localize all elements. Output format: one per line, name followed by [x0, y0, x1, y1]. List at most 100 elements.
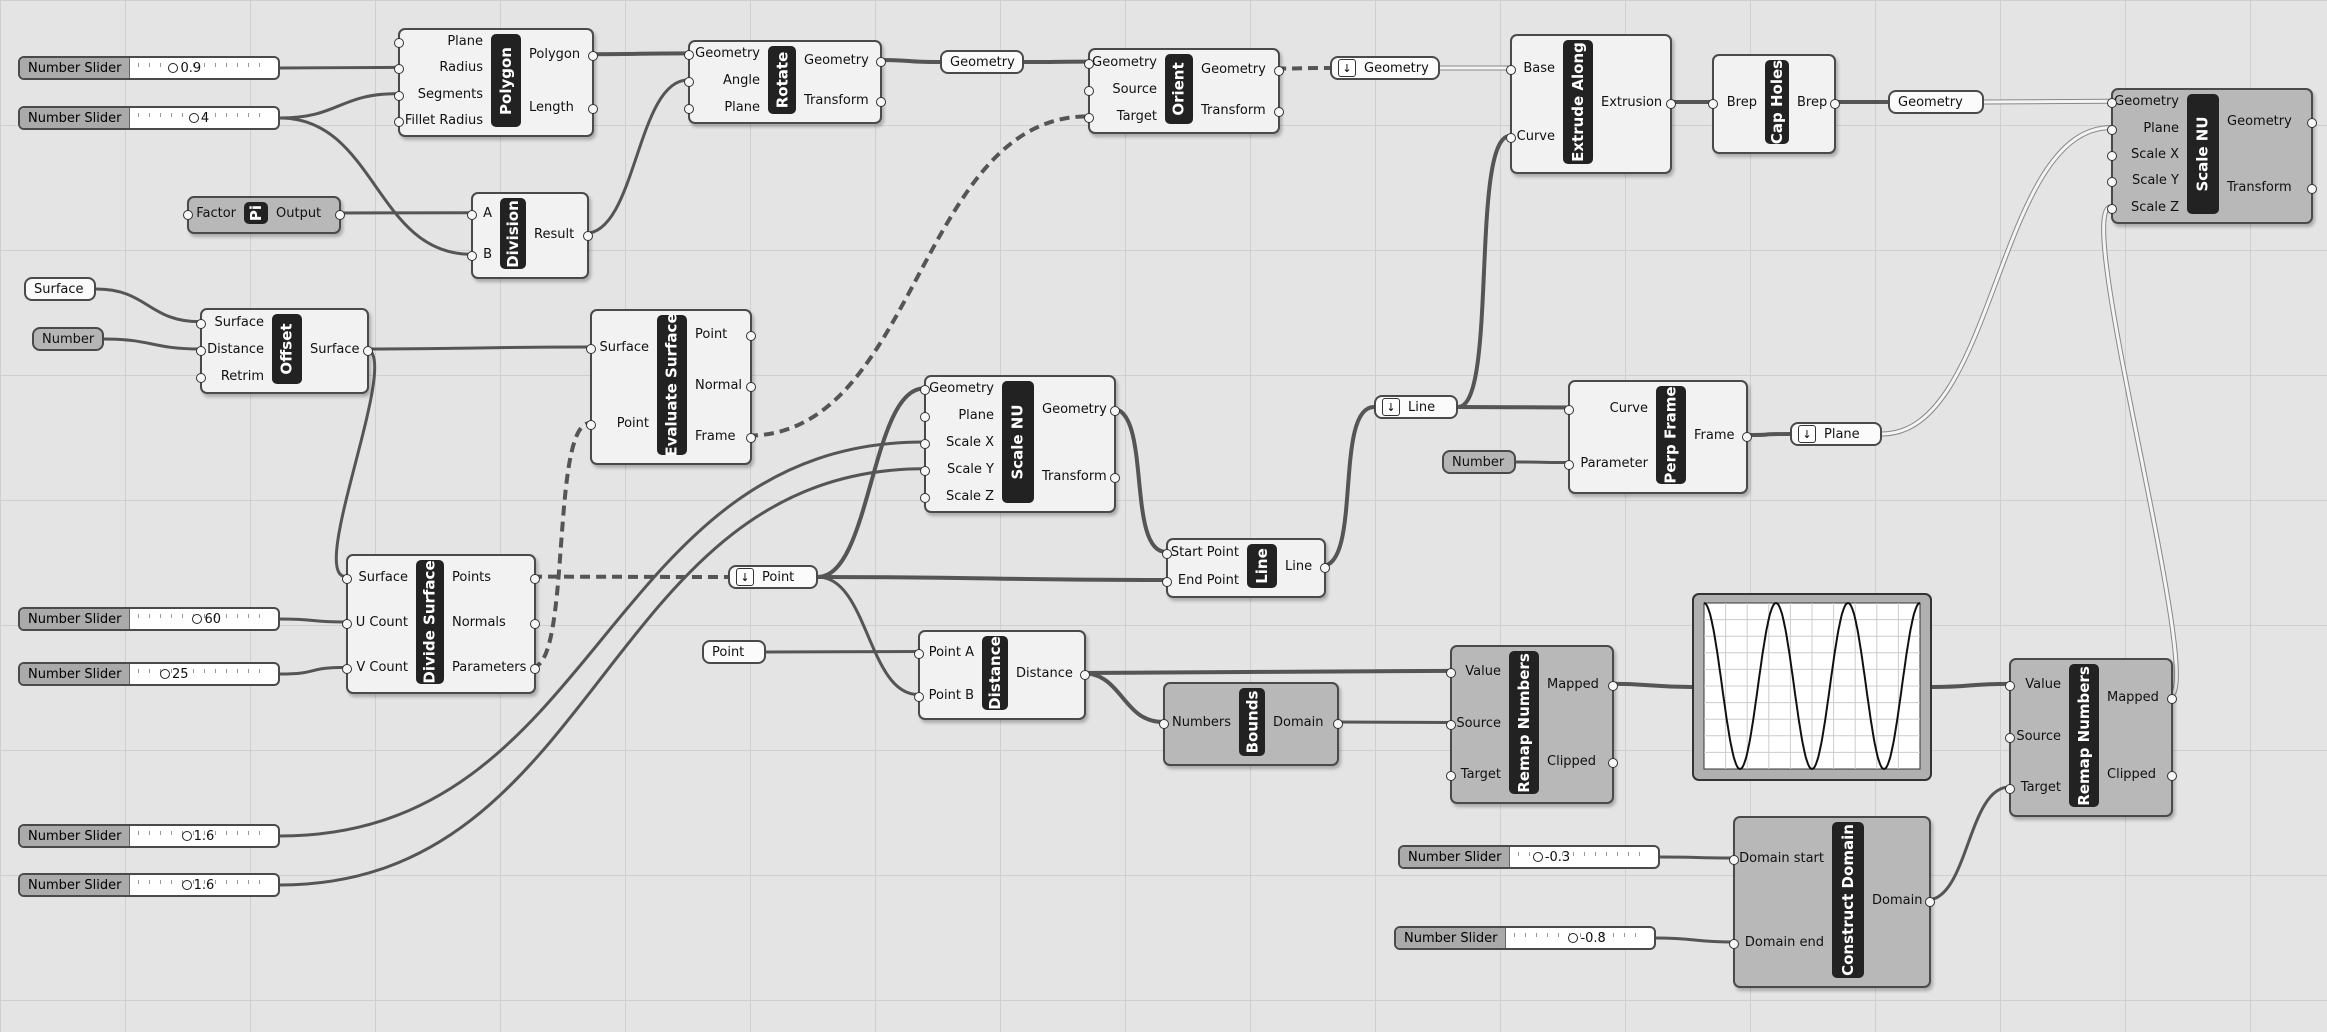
surface-parameter[interactable]: Surface [24, 277, 96, 301]
output-port[interactable] [1333, 719, 1343, 729]
plane-parameter[interactable]: ↓Plane [1790, 422, 1882, 446]
expand-arrow-icon[interactable]: ↓ [1382, 398, 1400, 416]
input-port[interactable] [342, 619, 352, 629]
output-port[interactable] [1666, 99, 1676, 109]
geometry-parameter[interactable]: ↓Geometry [1330, 56, 1440, 80]
input-port[interactable] [586, 344, 596, 354]
output-port[interactable] [2167, 771, 2177, 782]
input-port[interactable] [684, 103, 694, 114]
input-port[interactable] [1446, 771, 1456, 782]
input-port[interactable] [1446, 719, 1456, 730]
point-parameter[interactable]: Point [702, 640, 766, 664]
input-port[interactable] [196, 318, 206, 329]
input-port[interactable] [2107, 203, 2117, 214]
number-slider[interactable]: Number Slider-0.3 [1398, 845, 1660, 869]
input-port[interactable] [1162, 577, 1172, 587]
input-port[interactable] [1084, 113, 1094, 124]
input-port[interactable] [1564, 459, 1574, 470]
slider-track[interactable]: -0.3 [1510, 847, 1658, 867]
output-port[interactable] [588, 103, 598, 114]
output-port[interactable] [1608, 758, 1618, 769]
input-port[interactable] [342, 664, 352, 675]
slider-knob[interactable] [168, 63, 179, 73]
input-port[interactable] [1729, 939, 1739, 949]
geometry-parameter[interactable]: Geometry [940, 50, 1024, 74]
input-port[interactable] [1084, 86, 1094, 96]
input-port[interactable] [2005, 732, 2015, 743]
input-port[interactable] [2005, 680, 2015, 691]
input-port[interactable] [342, 573, 352, 584]
slider-knob[interactable] [1568, 933, 1579, 943]
number-parameter[interactable]: Number [32, 327, 104, 351]
output-port[interactable] [530, 664, 540, 675]
output-port[interactable] [335, 210, 345, 220]
input-port[interactable] [920, 492, 930, 503]
output-port[interactable] [1110, 472, 1120, 483]
geometry-parameter[interactable]: Geometry [1888, 90, 1984, 114]
point-parameter[interactable]: ↓Point [728, 565, 818, 589]
input-port[interactable] [467, 209, 477, 220]
output-port[interactable] [746, 331, 756, 342]
output-port[interactable] [1274, 65, 1284, 76]
input-port[interactable] [1729, 855, 1739, 865]
slider-knob[interactable] [188, 113, 199, 123]
output-port[interactable] [746, 382, 756, 392]
input-port[interactable] [920, 385, 930, 396]
output-port[interactable] [1110, 405, 1120, 416]
output-port[interactable] [1320, 563, 1330, 573]
slider-knob[interactable] [181, 880, 192, 890]
output-port[interactable] [1830, 99, 1840, 109]
slider-knob[interactable] [160, 669, 171, 679]
input-port[interactable] [1446, 667, 1456, 678]
input-port[interactable] [914, 691, 924, 702]
output-port[interactable] [1274, 106, 1284, 117]
input-port[interactable] [394, 38, 404, 49]
input-port[interactable] [467, 251, 477, 262]
input-port[interactable] [2107, 151, 2117, 161]
output-port[interactable] [1742, 432, 1752, 442]
output-port[interactable] [876, 57, 886, 67]
output-port[interactable] [530, 619, 540, 629]
input-port[interactable] [1159, 719, 1169, 729]
number-slider[interactable]: Number Slider-0.8 [1394, 926, 1656, 950]
slider-track[interactable]: -0.8 [1506, 928, 1654, 948]
input-port[interactable] [2107, 177, 2117, 188]
output-port[interactable] [2307, 118, 2317, 128]
graph-mapper[interactable] [1692, 593, 1932, 781]
output-port[interactable] [583, 230, 593, 241]
input-port[interactable] [394, 64, 404, 75]
input-port[interactable] [196, 373, 206, 384]
graph-curve[interactable] [1703, 601, 1921, 771]
output-port[interactable] [1608, 680, 1618, 691]
input-port[interactable] [1506, 133, 1516, 143]
output-port[interactable] [2167, 693, 2177, 704]
input-port[interactable] [183, 210, 193, 220]
slider-knob[interactable] [1532, 852, 1543, 862]
output-port[interactable] [2307, 184, 2317, 194]
output-port[interactable] [588, 51, 598, 62]
output-port[interactable] [363, 346, 373, 356]
input-port[interactable] [684, 77, 694, 87]
input-port[interactable] [1708, 99, 1718, 109]
input-port[interactable] [2107, 124, 2117, 135]
input-port[interactable] [1084, 58, 1094, 69]
line-parameter[interactable]: ↓Line [1374, 395, 1458, 419]
